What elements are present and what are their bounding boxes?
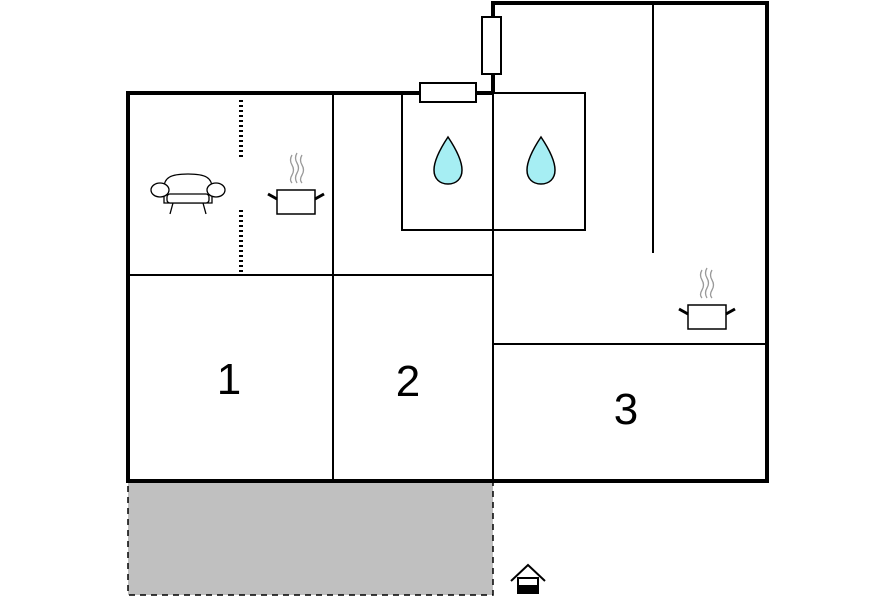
house-entrance-icon bbox=[510, 563, 546, 594]
outer-walls bbox=[126, 1, 769, 483]
cooking-pot-icon bbox=[678, 267, 736, 330]
window bbox=[481, 16, 502, 75]
water-drop-icon bbox=[433, 135, 463, 185]
cooking-pot-icon bbox=[267, 152, 325, 215]
room-label-2: 2 bbox=[396, 357, 420, 406]
terrace-area bbox=[127, 481, 494, 596]
room-label-3: 3 bbox=[614, 385, 638, 434]
window bbox=[419, 82, 477, 103]
sofa-icon bbox=[150, 173, 226, 215]
room-label-1: 1 bbox=[217, 355, 241, 404]
water-drop-icon bbox=[526, 135, 556, 185]
interior-walls bbox=[128, 3, 767, 481]
